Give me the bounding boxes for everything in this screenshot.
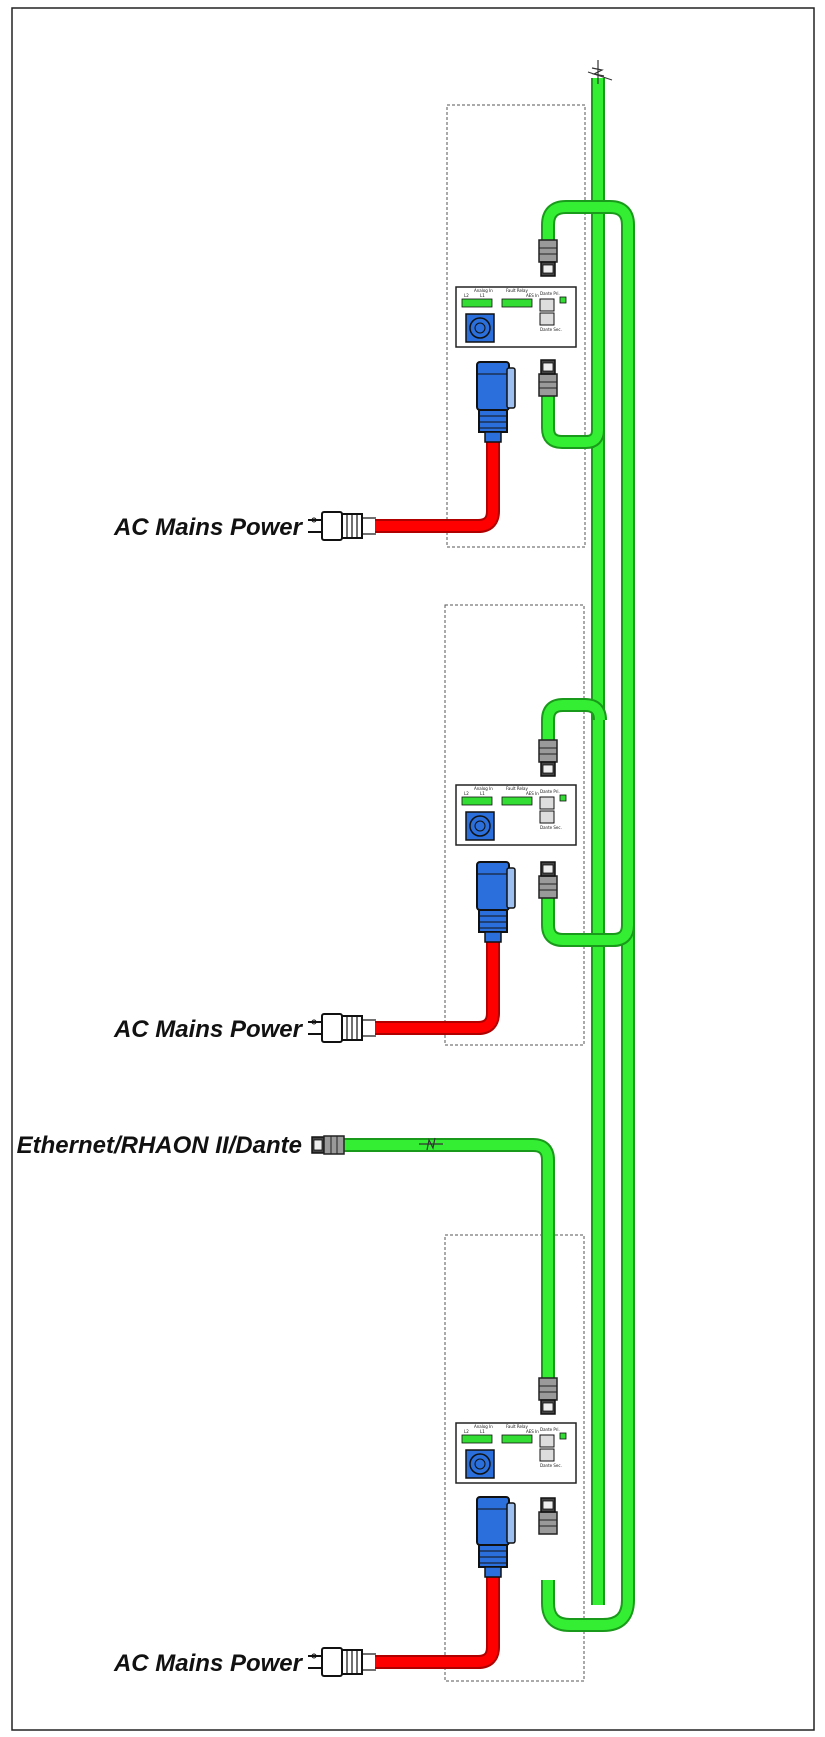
fault-relay-label: Fault Relay [506, 1424, 528, 1429]
analog-in-label: Analog In [474, 786, 493, 791]
ac-plug-icon [307, 511, 377, 541]
aes-in-label: AES In [526, 791, 539, 796]
power-label-top: AC Mains Power [113, 514, 304, 541]
power-label-bottom: AC Mains Power [113, 1650, 304, 1677]
analog-in-label: Analog In [474, 1424, 493, 1429]
rj45-connector-icon [538, 1377, 558, 1415]
power-label-middle: AC Mains Power [113, 1016, 304, 1043]
network-input-label: Ethernet/RHAON II/Dante [17, 1132, 302, 1159]
rj45-connector-icon [538, 1497, 558, 1535]
dante-pri-label: Dante Pri. [540, 789, 560, 794]
channel-label: L1 [480, 1429, 485, 1434]
channel-label: L1 [480, 791, 485, 796]
dante-pri-label: Dante Pri. [540, 291, 560, 296]
ac-plug-icon [307, 1013, 377, 1043]
aes-in-label: AES In [526, 1429, 539, 1434]
dante-sec-label: Dante Sec. [540, 327, 562, 332]
rj45-connector-icon [538, 359, 558, 397]
dante-sec-label: Dante Sec. [540, 1463, 562, 1468]
dante-sec-label: Dante Sec. [540, 825, 562, 830]
amp-panel-bottom: Analog In L2 L1 Fault Relay AES In Dante… [455, 1422, 577, 1484]
cable-end-mark [587, 71, 613, 81]
power-cable [375, 440, 500, 1669]
rj45-connector-icon [311, 1135, 345, 1155]
powercon-connector-icon [476, 861, 516, 943]
diagram-border [11, 7, 815, 1731]
amp-panel-middle: Analog In L2 L1 Fault Relay AES In Dante… [455, 784, 577, 846]
powercon-connector-icon [476, 1496, 516, 1578]
channel-label: L2 [464, 293, 469, 298]
fault-relay-label: Fault Relay [506, 288, 528, 293]
aes-in-label: AES In [526, 293, 539, 298]
amp-panel-top: Analog In L2 L1 Fault Relay AES In Dante… [455, 286, 577, 348]
channel-label: L2 [464, 791, 469, 796]
rj45-connector-icon [538, 239, 558, 277]
dante-pri-label: Dante Pri. [540, 1427, 560, 1432]
enclosure-middle [444, 604, 585, 1046]
channel-label: L1 [480, 293, 485, 298]
ac-plug-icon [307, 1647, 377, 1677]
analog-in-label: Analog In [474, 288, 493, 293]
rj45-connector-icon [538, 861, 558, 899]
rj45-connector-icon [538, 739, 558, 777]
channel-label: L2 [464, 1429, 469, 1434]
network-cable [340, 78, 635, 1632]
fault-relay-label: Fault Relay [506, 786, 528, 791]
powercon-connector-icon [476, 361, 516, 443]
enclosure-bottom [444, 1234, 585, 1682]
